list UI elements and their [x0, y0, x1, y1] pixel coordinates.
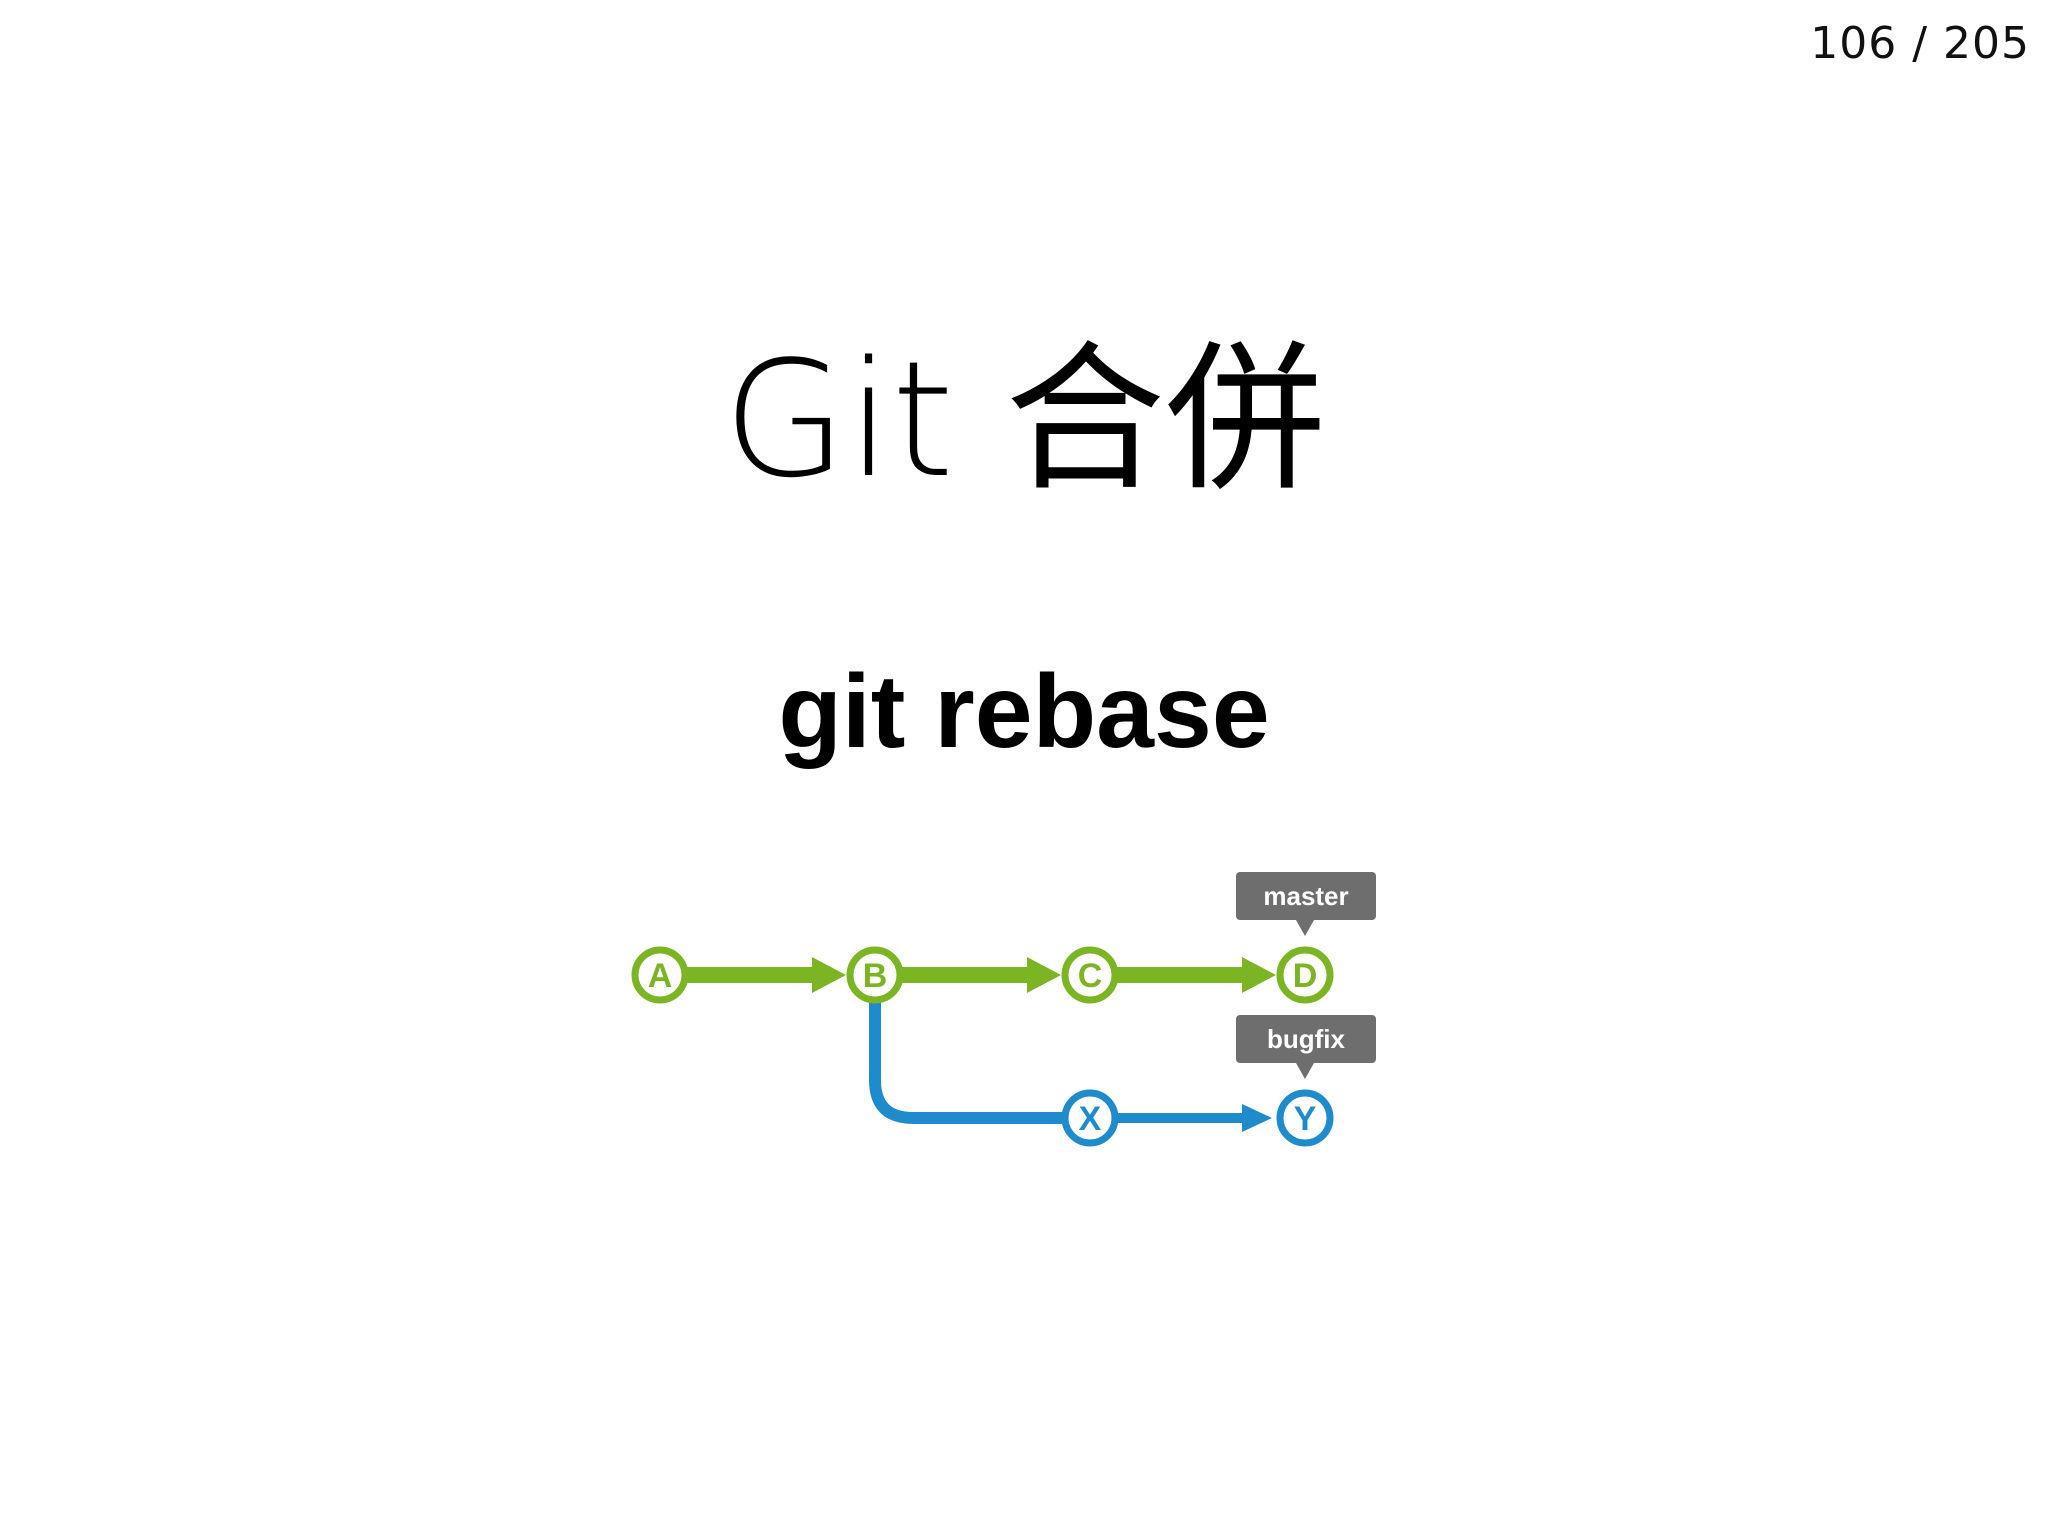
svg-text:D: D — [1293, 957, 1318, 995]
svg-text:A: A — [648, 957, 673, 995]
svg-text:X: X — [1079, 1100, 1102, 1138]
commit-node-d: D — [1276, 946, 1334, 1004]
bugfix-branch-edges — [869, 980, 1272, 1132]
svg-text:bugfix: bugfix — [1267, 1024, 1346, 1054]
svg-text:C: C — [1078, 957, 1103, 995]
page-counter: 106 / 205 — [1810, 18, 2030, 69]
commit-node-c: C — [1061, 946, 1119, 1004]
commit-node-b: B — [846, 946, 904, 1004]
svg-text:B: B — [863, 957, 888, 995]
commit-node-x: X — [1061, 1089, 1119, 1147]
edge-b-x — [869, 980, 1076, 1124]
arrowhead-b-c — [1027, 957, 1061, 993]
master-branch-edges — [660, 957, 1276, 993]
arrowhead-c-d — [1242, 957, 1276, 993]
svg-text:master: master — [1263, 881, 1348, 911]
git-branch-diagram: A B C D X Y master — [631, 872, 1376, 1147]
commit-node-a: A — [631, 946, 689, 1004]
branch-tag-master: master — [1236, 872, 1376, 936]
arrowhead-a-b — [812, 957, 846, 993]
commit-node-y: Y — [1276, 1089, 1334, 1147]
slide-subtitle: git rebase — [778, 654, 1270, 770]
slide-title: Git 合併 — [722, 326, 1326, 513]
arrowhead-x-y — [1242, 1104, 1272, 1132]
branch-tag-bugfix: bugfix — [1236, 1015, 1376, 1079]
svg-text:Y: Y — [1294, 1100, 1317, 1138]
